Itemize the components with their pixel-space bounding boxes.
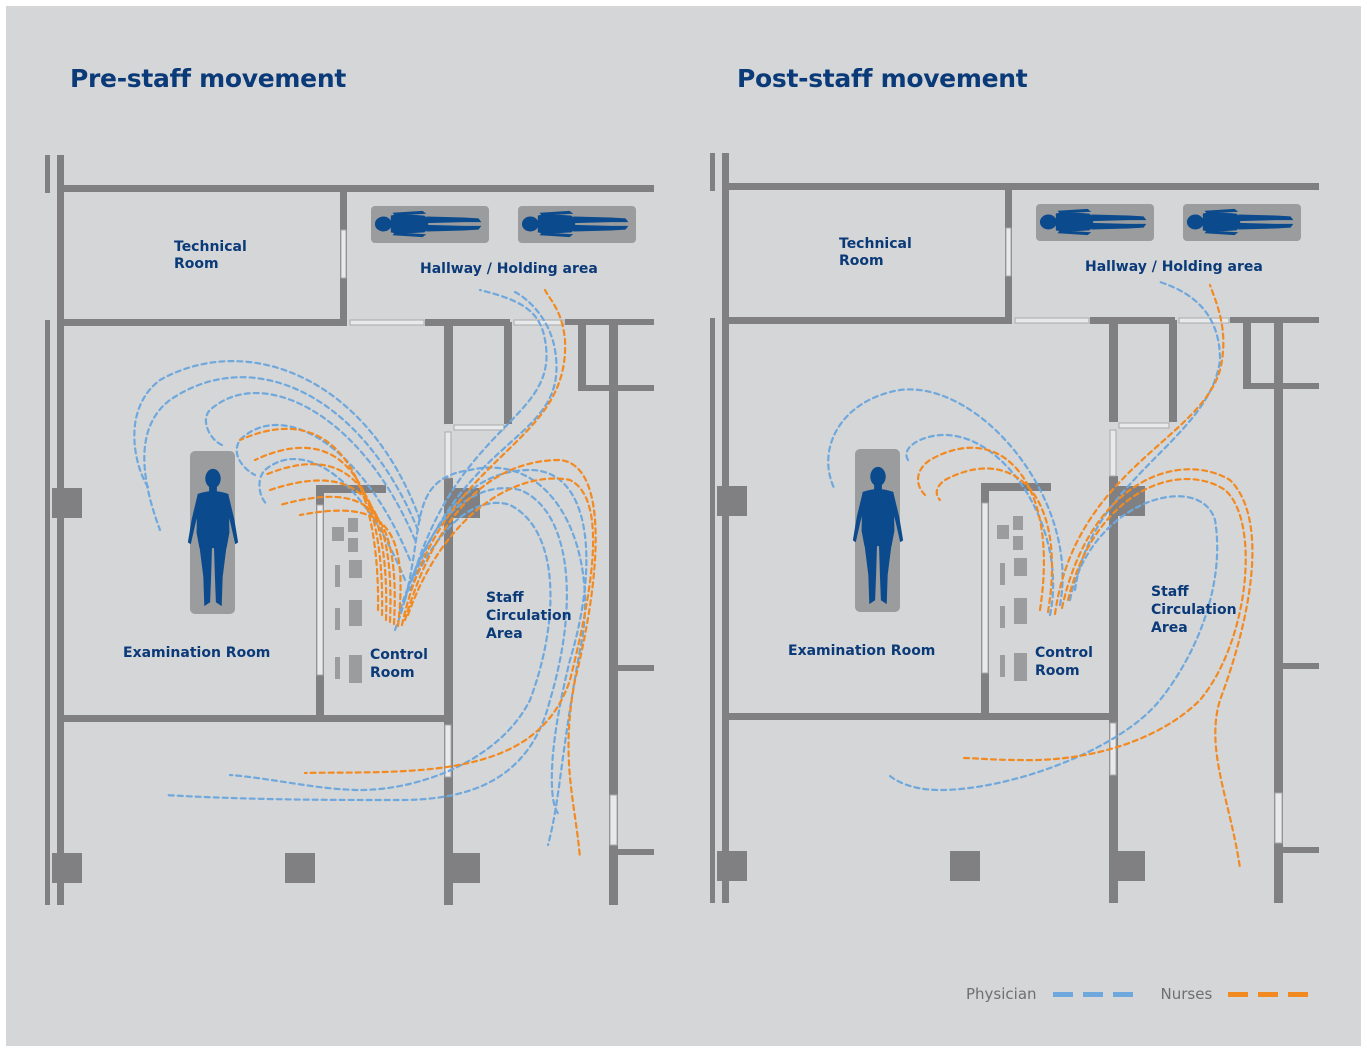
post-movement-title: Post-staff movement bbox=[737, 64, 1028, 93]
legend: Physician Nurses bbox=[966, 985, 1309, 1003]
hallway-label: Hallway / Holding area bbox=[1085, 259, 1263, 275]
examination-room-label: Examination Room bbox=[123, 645, 270, 661]
legend-physician-label: Physician bbox=[966, 985, 1037, 1003]
legend-physician-swatch bbox=[1052, 991, 1135, 997]
pre-movement-title: Pre-staff movement bbox=[70, 64, 346, 93]
legend-nurses-swatch bbox=[1228, 991, 1309, 997]
hallway-label: Hallway / Holding area bbox=[420, 261, 598, 277]
legend-nurses-label: Nurses bbox=[1160, 985, 1213, 1003]
examination-room-label: Examination Room bbox=[788, 643, 935, 659]
